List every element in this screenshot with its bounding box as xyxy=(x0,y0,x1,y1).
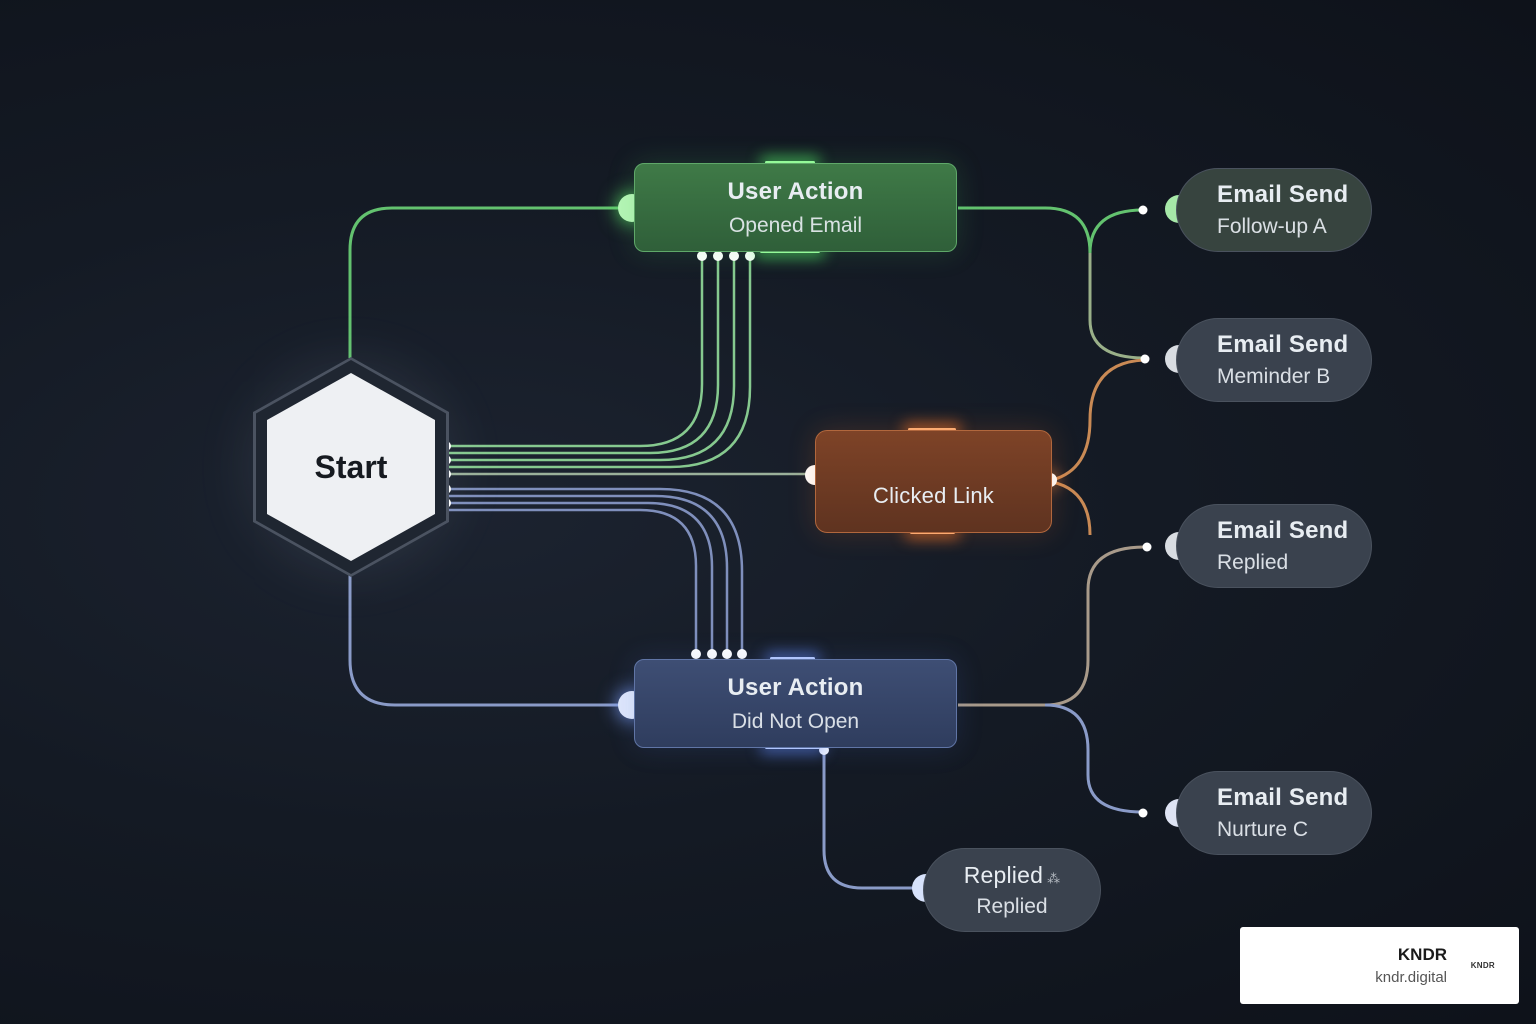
wire-to-meminder-b-green xyxy=(1088,253,1146,360)
wire-bundle-notopen xyxy=(446,487,744,652)
wire-clicked-to-meminder-b xyxy=(1051,358,1146,482)
wire-bundle-opened xyxy=(446,257,752,469)
wire-start-to-opened xyxy=(348,206,632,358)
brand-logo-icon: KNDR xyxy=(1470,961,1495,970)
wire-clicked-tail xyxy=(1051,480,1092,536)
outcome-replied-send-subtitle: Replied xyxy=(1217,551,1289,574)
outcome-nurture-c-subtitle: Nurture C xyxy=(1217,818,1309,841)
node-opened-title: User Action xyxy=(727,177,864,205)
wire-to-nurture-c xyxy=(1044,703,1144,814)
wire-notopen-out xyxy=(958,545,1146,707)
outcome-meminder-b-subtitle: Meminder B xyxy=(1217,365,1331,388)
outcome-nurture-c[interactable]: Email Send Nurture C xyxy=(1176,771,1372,855)
glow-accent-opened-top xyxy=(765,161,815,164)
outcome-followup-a[interactable]: Email Send Follow-up A xyxy=(1176,168,1372,252)
outcome-replied-title-row: Replied⁂ xyxy=(964,862,1061,889)
wire-opened-out xyxy=(958,206,1092,254)
outcome-replied-send-title: Email Send xyxy=(1217,517,1349,544)
glow-accent-notopen-top xyxy=(770,657,815,660)
outcome-replied-send[interactable]: Email Send Replied xyxy=(1176,504,1372,588)
brand-name: KNDR xyxy=(1397,945,1447,964)
outcome-followup-a-subtitle: Follow-up A xyxy=(1217,215,1327,238)
outcome-followup-a-title: Email Send xyxy=(1217,181,1349,208)
wire-notopen-to-replied xyxy=(822,749,925,890)
node-notopen-subtitle: Did Not Open xyxy=(731,709,860,733)
large-ports xyxy=(618,194,1193,902)
outcome-meminder-b[interactable]: Email Send Meminder B xyxy=(1176,318,1372,402)
node-opened-subtitle: Opened Email xyxy=(728,213,863,237)
node-notopen-title: User Action xyxy=(727,673,864,701)
node-did-not-open[interactable]: User Action Did Not Open xyxy=(634,659,957,748)
wire-start-to-notopen xyxy=(348,575,632,707)
node-clicked-title: Clicked Link xyxy=(872,482,994,508)
brand-badge: KNDR kndr.digital KNDR xyxy=(1240,927,1519,1004)
wire-to-followup-a xyxy=(1088,208,1144,254)
sparkle-icon: ⁂ xyxy=(1047,870,1061,886)
node-opened-email[interactable]: User Action Opened Email xyxy=(634,163,957,252)
outcome-meminder-b-title: Email Send xyxy=(1217,331,1349,358)
start-node[interactable]: Start xyxy=(253,357,449,577)
brand-url: kndr.digital xyxy=(1375,969,1447,986)
outcome-replied[interactable]: Replied⁂ Replied xyxy=(923,848,1101,932)
glow-accent-clicked-top xyxy=(908,428,956,431)
outcome-nurture-c-title: Email Send xyxy=(1217,784,1349,811)
start-label: Start xyxy=(314,448,388,485)
outcome-replied-title: Replied xyxy=(963,861,1044,888)
node-clicked-link[interactable]: Clicked Link xyxy=(815,430,1052,533)
outcome-replied-subtitle: Replied xyxy=(976,894,1048,918)
